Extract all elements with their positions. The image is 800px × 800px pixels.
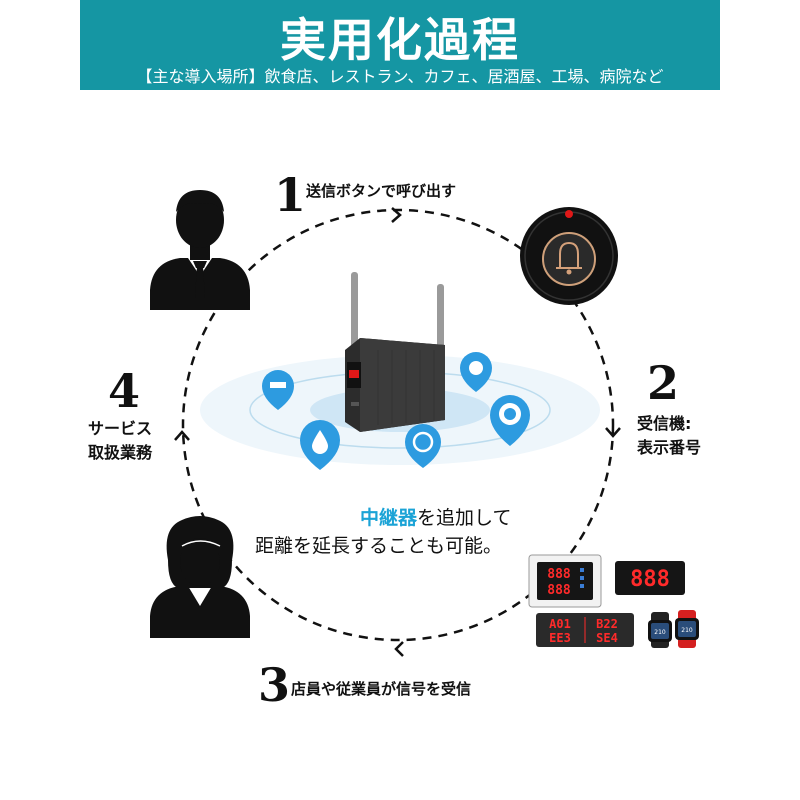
flow-arrow-left (174, 430, 190, 441)
flow-arrow-top (391, 207, 402, 223)
receiver-panel: 888 888 (528, 554, 602, 608)
step-4-label-line2: 取扱業務 (88, 443, 153, 462)
board-right-row-2: SE4 (596, 631, 618, 645)
step-2-label-line2: 表示番号 (637, 438, 702, 457)
board-right-row-1: B22 (596, 617, 618, 631)
step-2-number: 2 (647, 356, 680, 410)
female-staff-icon (150, 516, 250, 638)
pin-bell-icon (405, 424, 441, 468)
highlight-keyword: 中継器 (360, 507, 418, 529)
bell-icon (556, 241, 582, 275)
description-line1-rest: を追加して (417, 507, 512, 529)
step-3-label: 店員や従業員が信号を受信 (291, 680, 472, 698)
repeater-description: 中継器を追加して 距離を延長することも可能。 (255, 504, 511, 560)
smartwatch-black-icon: 210 (648, 612, 672, 648)
step-4-number: 4 (108, 364, 141, 418)
pin-display-icon (262, 370, 294, 410)
pin-button-icon (460, 352, 492, 392)
board-left-row-2: EE3 (549, 631, 571, 645)
panel-row-2: 888 (547, 583, 571, 598)
smartwatch-red-icon: 210 (675, 610, 699, 648)
description-line2: 距離を延長することも可能。 (255, 535, 503, 557)
flow-circle (181, 208, 615, 642)
pager-digits: 888 (630, 567, 670, 592)
call-button-device (520, 207, 618, 305)
step-2-label-line1: 受信機: (637, 414, 692, 433)
male-staff-icon (150, 190, 250, 310)
board-display: A01 EE3 B22 SE4 (536, 613, 634, 647)
flow-arrow-bottom (394, 641, 404, 657)
step-3-number: 3 (258, 658, 291, 712)
pager-display: 888 (615, 561, 685, 595)
page-title: 実用化過程 (280, 13, 520, 67)
pin-water-icon (300, 420, 340, 470)
page-subtitle: 【主な導入場所】飲食店、レストラン、カフェ、居酒屋、工場、病院など (136, 67, 664, 86)
board-left-row-1: A01 (549, 617, 571, 631)
pin-watch-icon (490, 395, 530, 446)
header-banner: 実用化過程 【主な導入場所】飲食店、レストラン、カフェ、居酒屋、工場、病院など (80, 0, 720, 90)
indicator-light (565, 210, 573, 218)
flow-arrow-right (605, 427, 621, 438)
step-4-label-line1: サービス (88, 419, 153, 438)
step-1-label: 送信ボタンで呼び出す (306, 182, 457, 200)
watch-black-text: 210 (654, 629, 666, 636)
watch-red-text: 210 (681, 627, 693, 634)
repeater-illustration (200, 272, 600, 465)
panel-row-1: 888 (547, 567, 571, 582)
step-1-number: 1 (274, 168, 307, 222)
